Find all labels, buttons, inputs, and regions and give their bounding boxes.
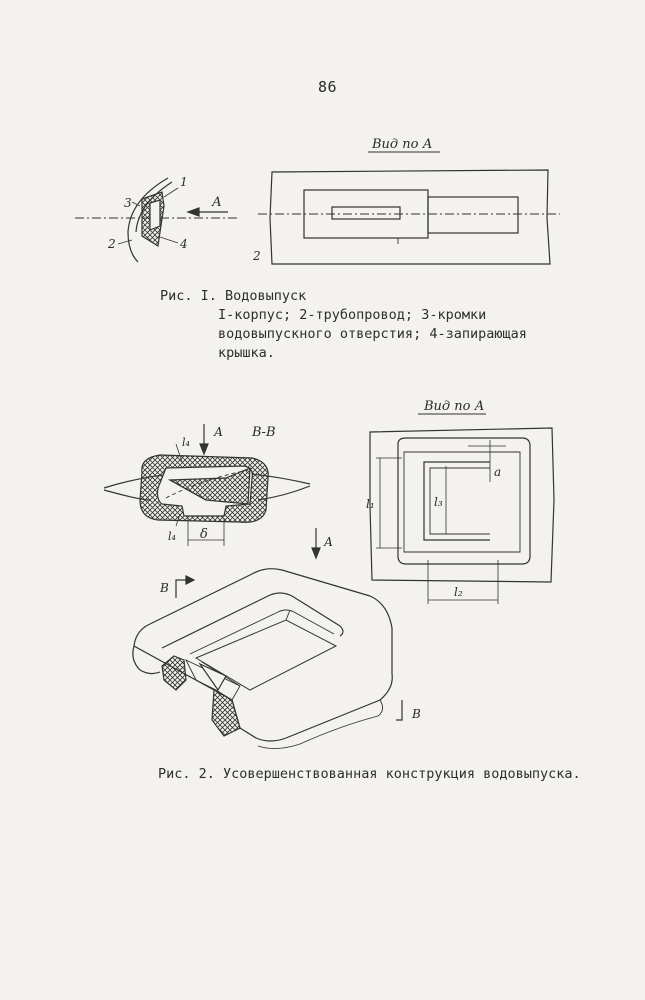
figure2-view-title: Вид по А <box>423 399 484 414</box>
figure1-callout-2: 2 <box>107 237 116 251</box>
figure1-callout-3: 3 <box>124 196 132 210</box>
figure2-caption: Рис. 2. Усовершенствованная конструкция … <box>158 766 581 782</box>
figure2-arrow-a-mid-label: А <box>323 535 333 549</box>
figure1-view-callout-2: 2 <box>252 249 261 263</box>
figure1-view-a <box>258 169 560 265</box>
figure2-dim-delta: δ <box>200 527 208 542</box>
figure2-dim-l1: l₁ <box>366 497 375 511</box>
page-number: 86 <box>318 78 338 96</box>
figure1-side-view <box>75 177 240 263</box>
figure2-view-a <box>369 427 555 604</box>
figure2-dim-l3: l₃ <box>434 495 443 509</box>
figure2-arrow-a-top-label: А <box>213 425 223 439</box>
figure1-view-title: Вид по А <box>371 137 432 152</box>
figure2-section-b-bottom-label: В <box>411 707 421 721</box>
figure1-callout-1: 1 <box>180 175 188 189</box>
figure2-dim-l2: l₂ <box>454 585 463 599</box>
figure1-callout-4: 4 <box>179 237 188 251</box>
figure2-section-b-top-label: В <box>159 581 169 595</box>
figure2-section-title: В-В <box>251 425 276 440</box>
figure2-dim-l4-top: l₄ <box>182 436 190 449</box>
figure2-dim-a: a <box>494 465 501 479</box>
figure2-isometric-view <box>132 528 403 749</box>
figure1-caption-detail: I-корпус; 2-трубопровод; 3-кромки водовы… <box>218 307 527 361</box>
figure1-caption-title: Рис. I. Водовыпуск <box>160 288 307 304</box>
figure2-section-bb <box>103 424 311 546</box>
figure2-dim-l4-bottom: l₄ <box>168 530 176 543</box>
figure1-arrow-a-label: А <box>211 195 222 210</box>
